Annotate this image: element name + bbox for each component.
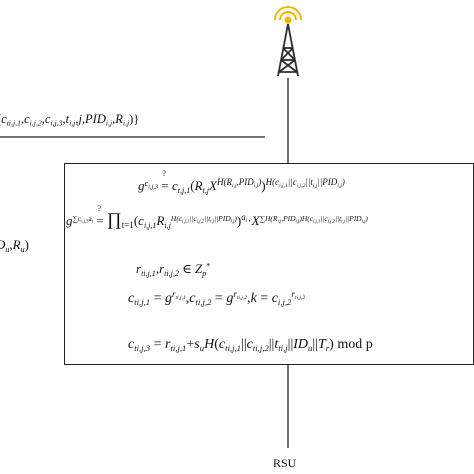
equation-2: g∑ci,j,3ai =? ∏t=1(ci,j,1Ri,jH(ci,j,1||c… xyxy=(66,204,368,231)
rsu-label: RSU xyxy=(273,456,297,470)
message-tuple: (cti,j,1,ci,j,2,ci,j,3,ti,j,j,PIDi,j,Ri,… xyxy=(0,112,140,128)
sender-identity: Du,Ru) xyxy=(0,237,29,254)
equation-5: cti,j,3 = rti,j,1+suH(cti,j,1||cti,j,2||… xyxy=(128,337,373,354)
signal-source-dot xyxy=(284,16,292,24)
verification-box xyxy=(64,163,474,365)
equation-4: cti,j,1 = grti,j,1,cti,j,2 = grti,j,2,k … xyxy=(128,289,306,307)
antenna-tower-icon xyxy=(274,6,302,77)
equation-3: rti,j,1,rti,j,2 ∈ Zp* xyxy=(136,261,211,278)
signal-waves-icon xyxy=(274,6,302,21)
equation-1: gci,j,3 =? ct,j,1(Rt,jXH(Ri,j,PIDi,j))H(… xyxy=(138,168,345,195)
